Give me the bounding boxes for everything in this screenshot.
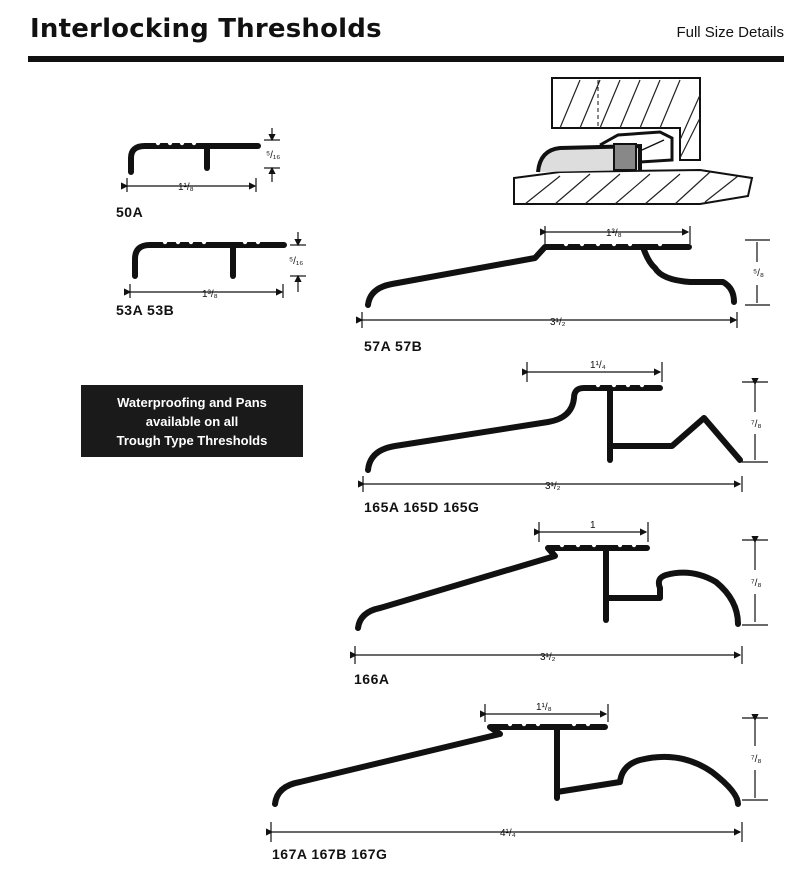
part-53a: 1³/₈ ⁵/₁₆ 53A 53B — [116, 232, 306, 318]
tread-ridges — [507, 721, 591, 727]
part-50a: 1¹/₈ ⁵/₁₆ 50A — [116, 128, 280, 220]
part-57a-label: 57A 57B — [364, 338, 422, 354]
part-50a-label: 50A — [116, 204, 143, 220]
part-167a-width: 4¹/₄ — [500, 828, 516, 839]
page-subtitle: Full Size Details — [676, 24, 784, 41]
part-57a: 1³/₈ 3¹/₂ ⁵/₈ 57A 57B — [356, 226, 770, 354]
part-50a-width: 1¹/₈ — [178, 182, 194, 193]
part-165a-height: ⁷/₈ — [751, 419, 762, 430]
part-167a-height: ⁷/₈ — [751, 754, 762, 765]
part-165a-width: 3¹/₂ — [545, 481, 561, 492]
part-165a: 1¹/₄ 3¹/₂ ⁷/₈ 165A 165D 165G — [358, 360, 768, 515]
part-57a-top: 1³/₈ — [606, 228, 622, 239]
part-53a-label: 53A 53B — [116, 302, 174, 318]
part-166a-label: 166A — [354, 671, 389, 687]
part-165a-label: 165A 165D 165G — [364, 499, 479, 515]
part-166a-height: ⁷/₈ — [751, 578, 762, 589]
part-167a-top: 1¹/₈ — [536, 702, 552, 713]
tread-ridges — [595, 382, 645, 388]
tread-ridges — [155, 140, 197, 146]
part-50a-height: ⁵/₁₆ — [266, 150, 280, 161]
page-title: Interlocking Thresholds — [30, 14, 382, 44]
tread-ridges — [162, 239, 261, 245]
part-166a-width: 3¹/₂ — [540, 652, 556, 663]
part-166a-top: 1 — [590, 520, 596, 531]
part-166a: 1 3¹/₂ ⁷/₈ 166A — [350, 520, 768, 687]
part-167a-label: 167A 167B 167G — [272, 846, 387, 862]
part-53a-width: 1³/₈ — [202, 289, 218, 300]
waterproofing-callout: Waterproofing and Pans available on all … — [81, 385, 303, 457]
tread-ridges — [563, 241, 663, 247]
part-167a: 1¹/₈ 4¹/₄ ⁷/₈ 167A 167B 167G — [266, 702, 768, 862]
installed-section-illustration — [513, 77, 754, 205]
part-57a-width: 3¹/₂ — [550, 317, 566, 328]
tread-ridges — [559, 542, 637, 548]
header-rule — [28, 56, 784, 62]
callout-line-3: Trough Type Thresholds — [116, 433, 268, 448]
callout-line-1: Waterproofing and Pans — [117, 395, 267, 410]
part-57a-height: ⁵/₈ — [753, 268, 764, 279]
part-53a-height: ⁵/₁₆ — [289, 256, 303, 267]
part-165a-top: 1¹/₄ — [590, 360, 606, 371]
callout-line-2: available on all — [145, 414, 239, 429]
